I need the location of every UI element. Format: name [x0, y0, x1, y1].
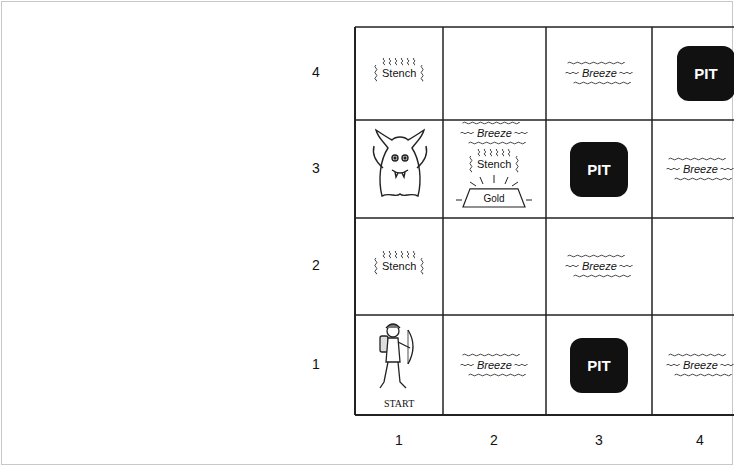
grid-index: 2: [490, 433, 498, 448]
pit-label: PIT: [587, 357, 610, 374]
pit-box: PIT: [570, 338, 628, 393]
grid-index: 2: [312, 258, 320, 273]
breeze-waves: [667, 158, 734, 180]
grid-index: 1: [395, 433, 403, 448]
stench-squiggles: [470, 149, 518, 172]
breeze-waves: [461, 354, 528, 376]
grid-index: 4: [696, 433, 704, 448]
hunter-figure: [380, 324, 413, 388]
stench-squiggles: [375, 251, 423, 274]
breeze-waves: [667, 354, 734, 376]
pit-label: PIT: [694, 65, 717, 82]
gold-label: Gold: [483, 193, 504, 204]
breeze-waves: [566, 255, 633, 277]
pit-box: PIT: [677, 46, 734, 101]
wumpus-monster: [373, 130, 426, 196]
breeze-label: Breeze: [477, 359, 512, 371]
breeze-label: Breeze: [477, 127, 512, 139]
start-label: START: [384, 398, 414, 409]
breeze-waves: [566, 62, 633, 84]
breeze-label: Breeze: [582, 260, 617, 272]
pit-box: PIT: [570, 142, 628, 197]
breeze-label: Breeze: [582, 67, 617, 79]
grid-index: 4: [312, 65, 320, 80]
breeze-label: Breeze: [683, 163, 718, 175]
breeze-label: Breeze: [683, 359, 718, 371]
stench-label: Stench: [382, 67, 416, 79]
stench-squiggles: [375, 58, 423, 81]
breeze-waves: [461, 122, 528, 144]
grid-index: 1: [312, 357, 320, 372]
grid-index: 3: [312, 161, 320, 176]
stench-label: Stench: [477, 158, 511, 170]
pit-label: PIT: [587, 161, 610, 178]
gold-bar: Gold: [462, 188, 526, 208]
stench-label: Stench: [382, 260, 416, 272]
grid-index: 3: [595, 433, 603, 448]
